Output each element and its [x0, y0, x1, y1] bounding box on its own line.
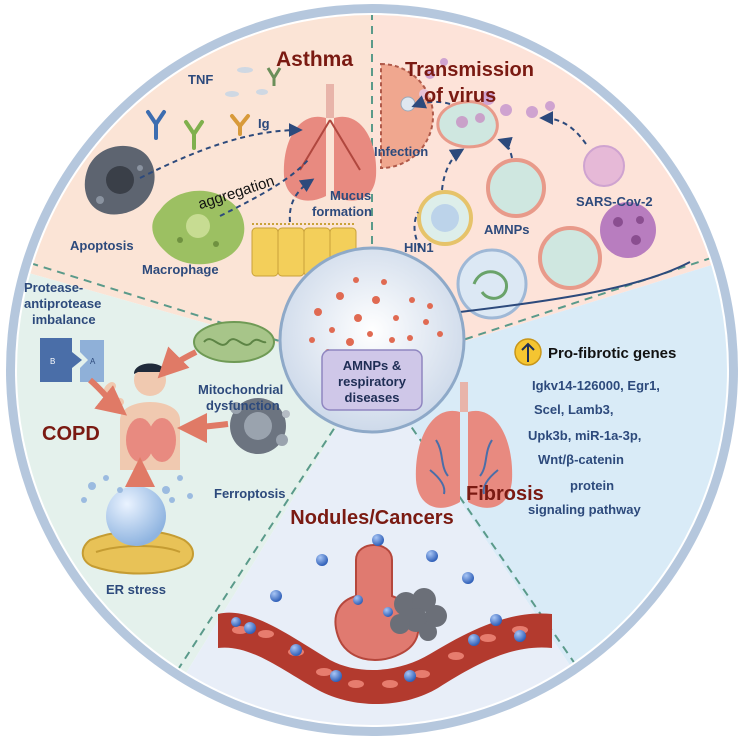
sars-virion-icon: [481, 91, 495, 105]
antibody-icon: [266, 67, 282, 86]
mito-label-1: Mitochondrial: [198, 382, 283, 397]
mucus-label-1: Mucus: [330, 188, 371, 203]
macrophage-label: Macrophage: [142, 262, 219, 277]
genes-line-1: Igkv14-126000, Egr1,: [532, 378, 660, 393]
genes-line-2: Scel, Lamb3,: [534, 402, 613, 417]
lungs-icon: [283, 84, 377, 201]
asthma-panel: Asthma TNF Ig aggregation Mucus formatio…: [70, 48, 377, 277]
ig-label: Ig: [258, 116, 270, 131]
tnf-label: TNF: [188, 72, 213, 87]
protease-label-1: Protease-: [24, 280, 83, 295]
apoptosis-label: Apoptosis: [70, 238, 134, 253]
vesicle-cluster-icon: [436, 100, 499, 149]
sars-virion-icon: [545, 101, 555, 111]
mitochondrion-icon: [193, 321, 275, 363]
mucus-label-2: formation: [312, 204, 372, 219]
fibrosis-panel: Pro-fibrotic genes Igkv14-126000, Egr1, …: [415, 338, 676, 517]
nanoparticle-spheres: [231, 534, 526, 682]
arrow-amnp-to-vesicle: [497, 136, 513, 159]
sars-cov-2-icon: [600, 202, 656, 258]
antibody-icon: [184, 120, 204, 150]
arrow-mito-to-person: [157, 346, 198, 379]
center-line-3: diseases: [345, 390, 400, 405]
sars-virion-small-icon: [583, 145, 625, 187]
amnp-vesicle-icon: [486, 158, 546, 218]
center-hub: AMNPs & respiratory diseases: [278, 246, 466, 434]
copd-title: COPD: [42, 423, 100, 445]
arrow-sars-to-vesicle: [539, 111, 587, 145]
sars-virion-icon: [526, 106, 538, 118]
center-line-1: AMNPs &: [343, 358, 402, 373]
tnf-molecule-icon: [256, 89, 268, 95]
puzzle-a-label: A: [90, 357, 96, 366]
blood-vessel-icon: [218, 612, 552, 705]
tumor-nodule-icon: [390, 588, 447, 641]
arrow-protease-to-person: [88, 377, 128, 416]
arrow-h1n1-to-vesicle: [441, 148, 465, 191]
protease-label-2: antiprotease: [24, 296, 101, 311]
mucus-arrow: [288, 178, 315, 223]
arrow-to-lungs: [139, 123, 303, 179]
protease-puzzle-icon: B A: [40, 338, 104, 382]
virus-panel: Transmission of virus Infection AMNPs SA…: [374, 58, 691, 320]
arrow-ferro-to-person: [177, 412, 229, 443]
ferroptosis-cell-icon: [230, 398, 290, 454]
infected-cell-icon: [380, 62, 434, 170]
er-stress-icon: [81, 475, 194, 575]
cell-membrane-line: [459, 261, 691, 313]
antibody-icon: [146, 110, 166, 140]
sars-virion-icon: [440, 58, 448, 66]
genes-header: Pro-fibrotic genes: [548, 345, 676, 362]
fibrotic-lungs-icon: [415, 382, 513, 508]
genes-line-4: Wnt/β-catenin: [538, 452, 624, 467]
macrophage-icon: [152, 190, 245, 265]
amnp-vesicle-icon: [538, 226, 602, 290]
nodules-panel: Nodules/Cancers: [218, 507, 552, 705]
fibrosis-title: Fibrosis: [466, 483, 544, 505]
amnps-label: AMNPs: [484, 222, 530, 237]
arrow-to-infection: [411, 95, 451, 109]
center-label-box: [321, 349, 423, 411]
protease-label-3: imbalance: [32, 312, 96, 327]
h1n1-virion-icon: [456, 248, 528, 320]
tnf-molecule-icon: [225, 91, 239, 97]
center-line-2: respiratory: [338, 374, 407, 389]
mito-label-2: dysfunction: [206, 398, 280, 413]
genes-line-6: signaling pathway: [528, 502, 641, 517]
copd-panel: B A: [24, 280, 290, 597]
genes-line-3: Upk3b, miR-1a-3p,: [528, 428, 641, 443]
puzzle-b-label: B: [50, 357, 55, 366]
h1n1-label: HIN1: [404, 240, 434, 255]
tnf-molecule-icon: [237, 67, 253, 73]
h1n1-core-icon: [431, 204, 459, 232]
h1n1-dashed-link: [413, 211, 421, 249]
genes-line-5: protein: [570, 478, 614, 493]
virus-title-2: of virus: [424, 85, 496, 107]
up-arrow-icon: [521, 342, 535, 362]
sars-virion-icon: [425, 69, 435, 79]
antibody-icon: [230, 114, 250, 136]
ferroptosis-label: Ferroptosis: [214, 486, 286, 501]
virion-icon: [400, 96, 416, 112]
aggregation-arrow: [219, 159, 309, 217]
virus-title-1: Transmission: [405, 59, 534, 81]
nodules-title: Nodules/Cancers: [290, 507, 453, 529]
er-stress-label: ER stress: [106, 582, 166, 597]
apoptotic-cell-icon: [84, 145, 155, 215]
sars-virion-icon: [500, 104, 512, 116]
infection-label: Infection: [374, 144, 428, 159]
sars-label: SARS-Cov-2: [576, 194, 653, 209]
asthma-title: Asthma: [276, 48, 353, 71]
